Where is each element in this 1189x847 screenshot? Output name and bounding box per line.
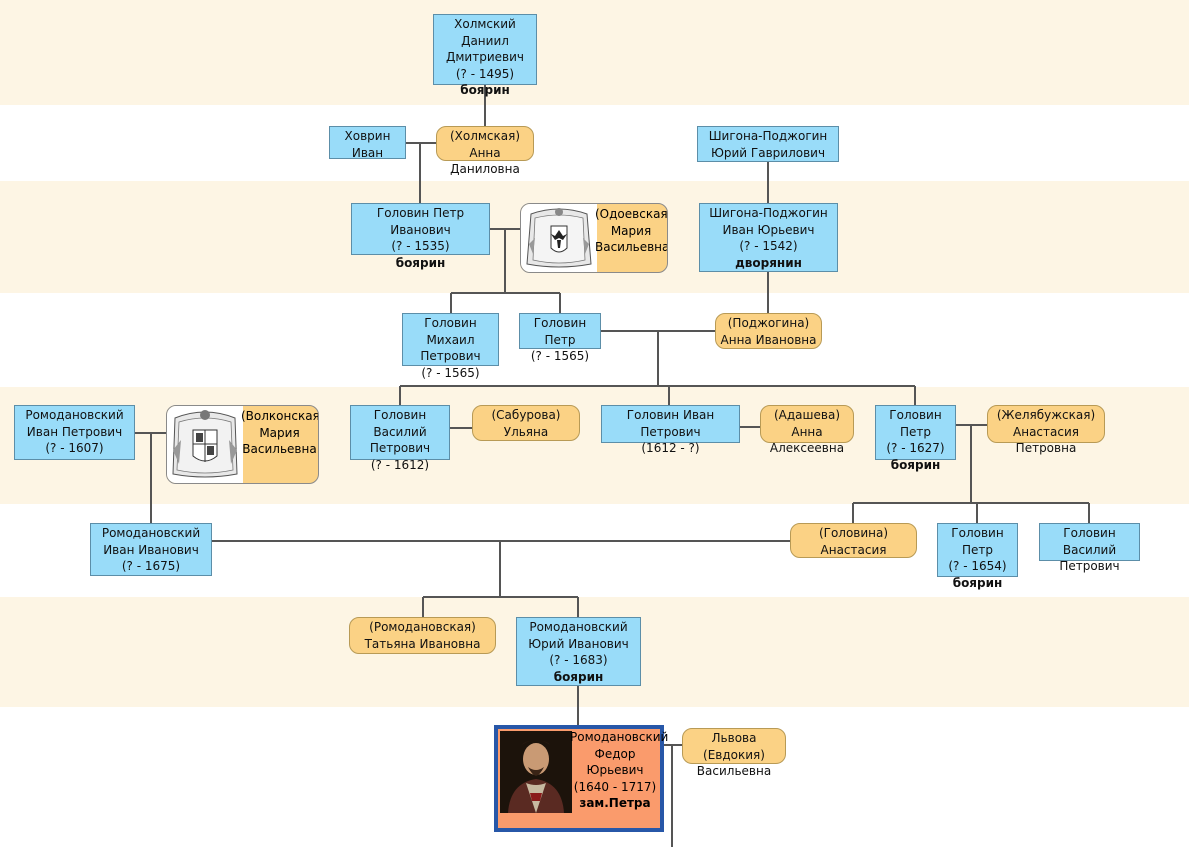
connector-line xyxy=(664,744,682,847)
person-name: (Адашева) Анна Алексеевна xyxy=(769,408,845,455)
person-name: (Желябужская) Анастасия Петровна xyxy=(996,408,1096,455)
spouse-card[interactable]: (Сабурова) Ульяна xyxy=(472,405,580,441)
person-name: Головин Василий Петрович xyxy=(369,408,431,455)
person-name: Ховрин Иван xyxy=(344,129,391,160)
person-name: Головин Михаил Петрович xyxy=(420,316,481,363)
spouse-card[interactable]: (Желябужская) Анастасия Петровна xyxy=(987,405,1105,455)
person-name: (Холмская) Анна Даниловна xyxy=(449,129,521,176)
person-card[interactable]: Головин Петр (? - 1565) xyxy=(519,313,601,363)
person-title: боярин xyxy=(890,457,941,472)
person-card[interactable]: Ховрин Иван xyxy=(329,126,406,160)
person-years: (? - 1607) xyxy=(45,441,104,455)
person-years: (? - 1542) xyxy=(739,239,798,253)
spouse-card[interactable]: Львова (Евдокия) Васильевна xyxy=(682,728,786,778)
person-card[interactable]: Холмский Даниил Дмитриевич (? - 1495) бо… xyxy=(433,14,537,97)
person-name: Головин Петр Иванович xyxy=(376,206,465,237)
person-card[interactable]: Головин Михаил Петрович (? - 1565) xyxy=(402,313,499,380)
person-years: (? - 1612) xyxy=(370,457,430,472)
person-name: Головин Василий Петрович xyxy=(1059,526,1120,573)
person-name: Шигона-Поджогин Юрий Гаврилович xyxy=(708,129,828,160)
person-years: (? - 1675) xyxy=(121,559,181,573)
person-title: боярин xyxy=(395,255,446,270)
person-name: Ромодановский Федор Юрьевич xyxy=(570,730,669,777)
selected-person-text: Ромодановский Федор Юрьевич (1640 - 1717… xyxy=(570,729,669,812)
portrait-photo xyxy=(500,731,572,813)
person-name: Головин Петр xyxy=(951,526,1004,557)
person-name: Ромодановский Юрий Иванович xyxy=(528,620,629,651)
person-name: Львова (Евдокия) Васильевна xyxy=(696,731,772,778)
person-name: (Одоевская) Мария Васильевна xyxy=(595,207,668,254)
person-card[interactable]: Шигона-Поджогин Юрий Гаврилович xyxy=(697,126,839,162)
person-name: Ромодановский Иван Петрович xyxy=(25,408,124,439)
selected-person-card[interactable]: Ромодановский Федор Юрьевич (1640 - 1717… xyxy=(494,725,669,832)
person-title: боярин xyxy=(460,83,510,97)
coat-of-arms-icon xyxy=(521,204,597,272)
person-card[interactable]: Шигона-Поджогин Иван Юрьевич (? - 1542) … xyxy=(699,203,838,272)
person-years: (? - 1565) xyxy=(530,349,590,363)
person-years: (? - 1535) xyxy=(391,239,450,253)
connector-line xyxy=(212,540,790,617)
spouse-card[interactable]: (Ромодановская) Татьяна Ивановна xyxy=(349,617,496,654)
connector-line xyxy=(399,330,916,405)
spouse-card[interactable]: (Холмская) Анна Даниловна xyxy=(436,126,534,176)
person-title: зам.Петра xyxy=(579,796,651,810)
person-card[interactable]: Головин Петр (? - 1627) боярин xyxy=(875,405,956,472)
person-name: (Головина) Анастасия xyxy=(818,526,889,557)
person-name: Головин Иван Петрович xyxy=(626,408,715,439)
generation-band xyxy=(0,0,1189,105)
person-name: (Волконская) Мария Васильевна xyxy=(241,409,319,456)
person-years: (? - 1565) xyxy=(421,365,480,380)
person-card[interactable]: Ромодановский Иван Петрович (? - 1607) xyxy=(14,405,135,460)
person-years: (? - 1495) xyxy=(455,66,515,81)
spouse-card-with-crest[interactable]: (Волконская) Мария Васильевна xyxy=(166,405,319,484)
connector-line xyxy=(852,424,1090,523)
person-years: (? - 1654) xyxy=(948,559,1007,573)
connector-line xyxy=(450,228,561,313)
spouse-card[interactable]: (Поджогина) Анна Ивановна xyxy=(715,313,822,349)
person-name: (Сабурова) Ульяна xyxy=(491,408,561,439)
person-card[interactable]: Головин Иван Петрович (1612 - ?) xyxy=(601,405,740,455)
person-card[interactable]: Ромодановский Иван Иванович (? - 1675) xyxy=(90,523,212,576)
person-years: (1640 - 1717) xyxy=(573,779,657,794)
person-name: Холмский Даниил Дмитриевич xyxy=(446,17,524,64)
person-title: дворянин xyxy=(735,255,802,270)
person-card[interactable]: Головин Василий Петрович (? - 1612) xyxy=(350,405,450,472)
spouse-card[interactable]: (Головина) Анастасия xyxy=(790,523,917,558)
person-years: (? - 1627) xyxy=(886,441,945,455)
person-name: Головин Петр xyxy=(533,316,587,347)
spouse-card-with-crest[interactable]: (Одоевская) Мария Васильевна xyxy=(520,203,668,273)
connector-line xyxy=(406,142,436,203)
person-card[interactable]: Головин Петр (? - 1654) боярин xyxy=(937,523,1018,590)
person-name: (Ромодановская) Татьяна Ивановна xyxy=(364,620,481,651)
person-title: боярин xyxy=(952,575,1003,590)
spouse-card[interactable]: (Адашева) Анна Алексеевна xyxy=(760,405,854,455)
person-title: боярин xyxy=(553,669,604,684)
person-years: (? - 1683) xyxy=(549,653,608,667)
coat-of-arms-icon xyxy=(167,406,243,483)
connector-line xyxy=(135,432,166,523)
person-card[interactable]: Головин Петр Иванович (? - 1535) боярин xyxy=(351,203,490,270)
person-name: Головин Петр xyxy=(889,408,942,439)
person-name: Шигона-Поджогин Иван Юрьевич xyxy=(709,206,828,237)
person-card[interactable]: Головин Василий Петрович xyxy=(1039,523,1140,573)
person-name: (Поджогина) Анна Ивановна xyxy=(720,316,817,347)
person-years: (1612 - ?) xyxy=(641,441,700,455)
person-card[interactable]: Ромодановский Юрий Иванович (? - 1683) б… xyxy=(516,617,641,686)
person-name: Ромодановский Иван Иванович xyxy=(101,526,201,557)
